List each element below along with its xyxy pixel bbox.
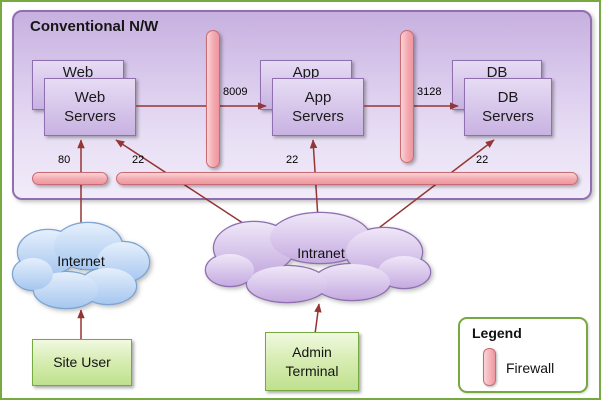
panel-title: Conventional N/W xyxy=(30,18,159,35)
admin-terminal-label-line2: Terminal xyxy=(285,362,339,379)
legend-title: Legend xyxy=(472,325,522,341)
legend-firewall-icon xyxy=(483,348,496,386)
web-servers-label-line1: Web xyxy=(74,88,106,106)
port-label-3128: 3128 xyxy=(417,86,442,98)
port-label-80: 80 xyxy=(58,154,71,166)
port-label-22-app: 22 xyxy=(286,154,299,166)
port-label-22-web: 22 xyxy=(132,154,145,166)
db-servers-label-line1: DB xyxy=(497,88,519,106)
firewall-app-db-icon xyxy=(400,30,414,163)
web-servers-box: Web Servers xyxy=(44,78,136,136)
db-servers-label-line2: Servers xyxy=(482,108,534,125)
app-server-back-label: App xyxy=(292,64,320,81)
firewall-internet-icon xyxy=(32,172,108,185)
port-label-8009: 8009 xyxy=(223,86,248,98)
port-label-22-db: 22 xyxy=(476,154,489,166)
web-server-back-label: Web xyxy=(62,64,94,81)
intranet-cloud: Intranet xyxy=(202,208,440,308)
app-servers-label-line2: Servers xyxy=(292,108,344,125)
internet-cloud: Internet xyxy=(8,218,154,314)
legend-box: Legend Firewall xyxy=(458,317,588,393)
admin-terminal-box: Admin Terminal xyxy=(265,332,359,391)
intranet-label: Intranet xyxy=(297,245,345,261)
firewall-intranet-icon xyxy=(116,172,578,185)
admin-terminal-label-line1: Admin xyxy=(292,343,332,360)
app-servers-box: App Servers xyxy=(272,78,364,136)
legend-firewall-label: Firewall xyxy=(506,360,555,376)
db-server-back-label: DB xyxy=(486,64,508,81)
internet-label: Internet xyxy=(57,253,105,269)
db-servers-box: DB Servers xyxy=(464,78,552,136)
site-user-box: Site User xyxy=(32,339,132,386)
firewall-web-app-icon xyxy=(206,30,220,168)
site-user-label: Site User xyxy=(53,354,111,371)
web-servers-label-line2: Servers xyxy=(64,108,116,125)
arrow-admin-to-intranet xyxy=(314,303,322,335)
app-servers-label-line1: App xyxy=(304,88,332,106)
